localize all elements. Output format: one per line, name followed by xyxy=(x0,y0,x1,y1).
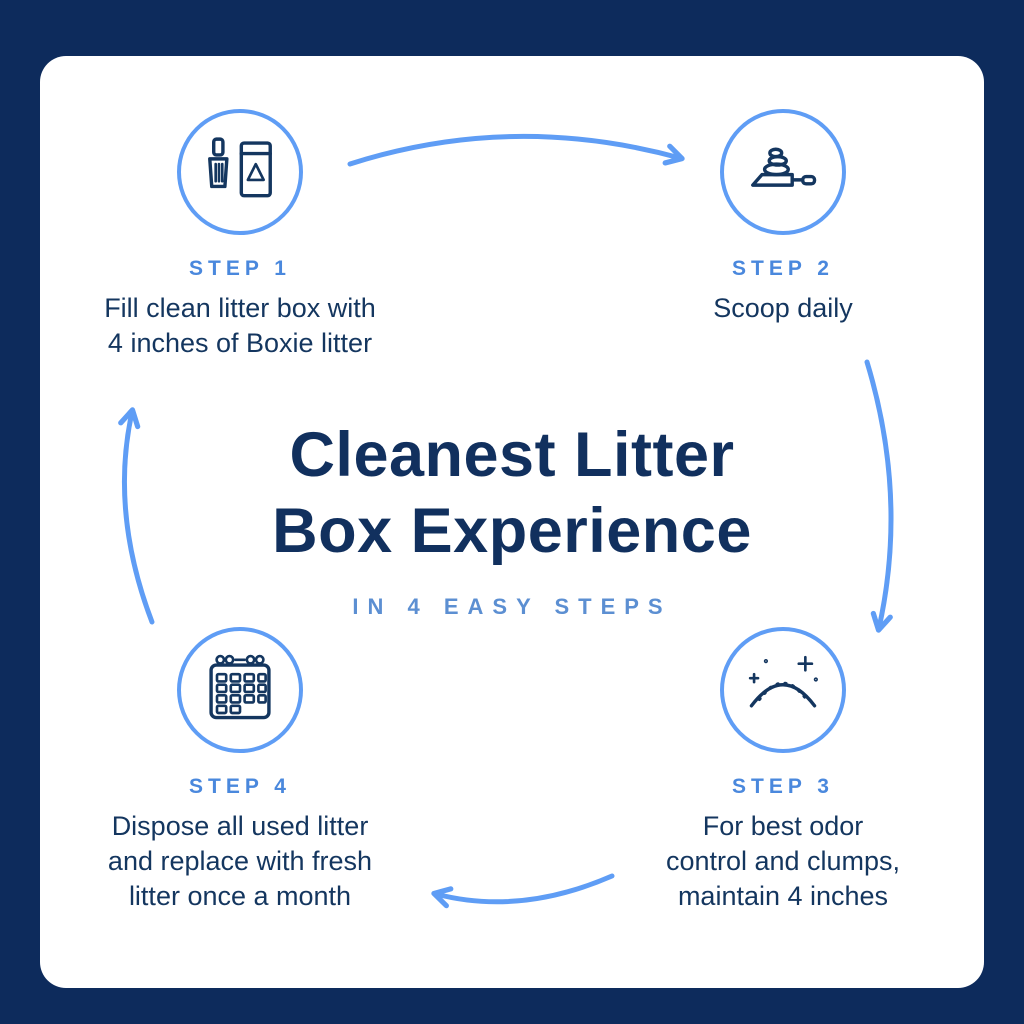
step-4-circle xyxy=(177,627,303,753)
step-4: STEP 4 Dispose all used litter and repla… xyxy=(30,627,450,914)
scoop-and-litter-bag-icon xyxy=(208,137,272,198)
title-line-2: Box Experience xyxy=(272,495,752,566)
step-1-label: STEP 1 xyxy=(189,257,291,280)
step-1-circle xyxy=(177,109,303,235)
calendar-icon xyxy=(209,654,271,720)
scoop-with-clumps-icon xyxy=(751,147,817,187)
step-3-description: For best odor control and clumps, mainta… xyxy=(665,811,901,912)
litter-mound-sparkle-icon xyxy=(748,655,818,708)
step-3-circle xyxy=(720,627,846,753)
step-2-label: STEP 2 xyxy=(732,257,834,280)
step-2-description: Scoop daily xyxy=(713,293,853,323)
step-1: STEP 1 Fill clean litter box with 4 inch… xyxy=(30,109,450,361)
step-2: STEP 2 Scoop daily xyxy=(573,109,993,326)
page-title: Cleanest Litter Box Experience xyxy=(0,418,1024,569)
step-4-label: STEP 4 xyxy=(189,775,291,798)
step-4-description: Dispose all used litter and replace with… xyxy=(107,811,373,912)
subtitle: IN 4 EASY STEPS xyxy=(352,594,672,619)
step-1-description: Fill clean litter box with 4 inches of B… xyxy=(104,293,376,359)
step-3-label: STEP 3 xyxy=(732,775,834,798)
step-2-circle xyxy=(720,109,846,235)
title-line-1: Cleanest Litter xyxy=(289,420,735,490)
step-3: STEP 3 For best odor control and clumps,… xyxy=(573,627,993,914)
